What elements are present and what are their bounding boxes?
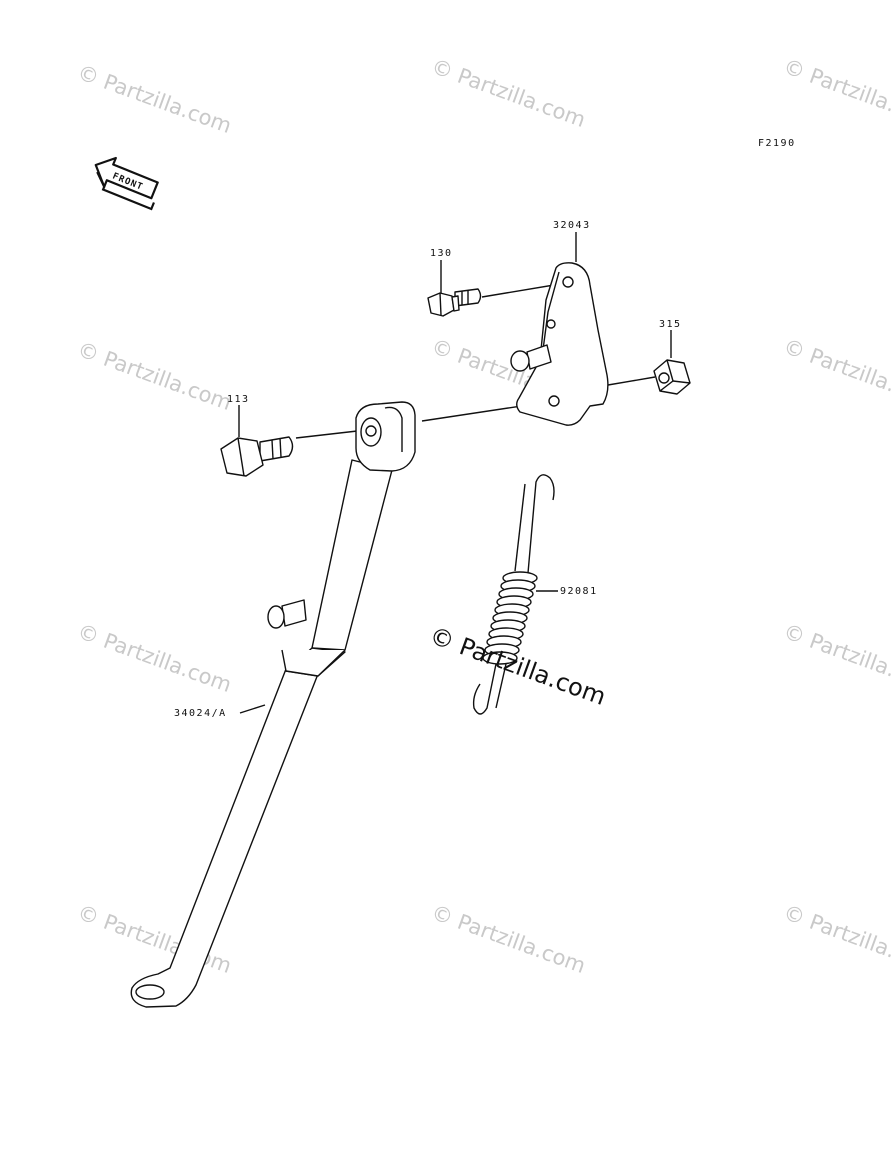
watermark: © Partzilla.com	[780, 54, 894, 132]
watermark: © Partzilla.com	[780, 900, 894, 978]
watermark: © Partzilla.com	[780, 334, 894, 412]
watermark: © Partzilla.com	[780, 619, 894, 697]
label-113: 113	[227, 394, 250, 405]
label-32043: 32043	[553, 220, 591, 231]
label-130: 130	[430, 248, 453, 259]
bolt-130[interactable]	[427, 288, 482, 317]
label-315: 315	[659, 319, 682, 330]
label-92081: 92081	[560, 586, 598, 597]
side-stand-34024a[interactable]	[130, 401, 416, 1008]
spring-92081[interactable]	[472, 474, 555, 715]
watermark: © Partzilla.com	[74, 619, 234, 697]
nut-315[interactable]	[653, 359, 691, 395]
part-labels: 130 32043 315 113 92081 34024/A	[174, 220, 682, 719]
diagram-code: F2190	[758, 138, 796, 149]
front-arrow-icon: FRONT	[94, 156, 159, 211]
watermark: © Partzilla.com	[428, 900, 588, 978]
watermark: © Partzilla.com	[74, 60, 234, 138]
watermark-grid: © Partzilla.com © Partzilla.com © Partzi…	[74, 54, 894, 978]
watermark: © Partzilla.com	[74, 337, 234, 415]
watermark: © Partzilla.com	[428, 54, 588, 132]
bracket-32043[interactable]	[510, 262, 609, 426]
label-34024a: 34024/A	[174, 708, 227, 719]
spring-coils	[482, 571, 538, 665]
bolt-113[interactable]	[220, 436, 294, 477]
